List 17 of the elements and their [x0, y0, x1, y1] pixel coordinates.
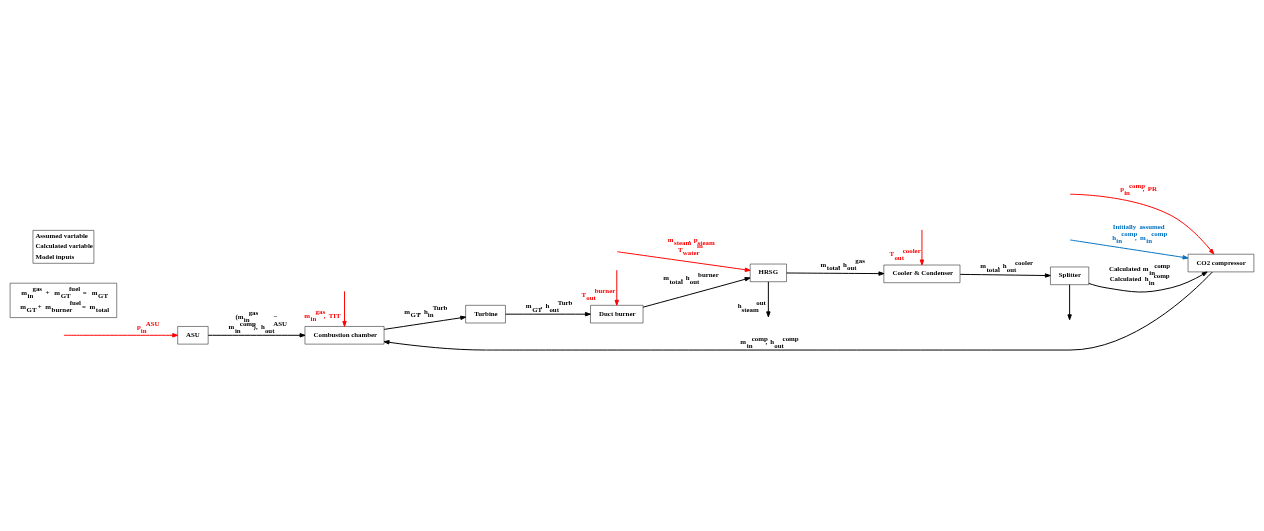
- arrow: [342, 290, 347, 327]
- arrow: [959, 272, 1051, 278]
- arrow: [919, 228, 925, 265]
- arrow: [1067, 283, 1072, 320]
- arrow: [207, 332, 306, 337]
- arrow: [505, 311, 591, 316]
- arrow: [1069, 193, 1215, 254]
- arrow: [63, 332, 179, 337]
- arrow: [642, 276, 751, 308]
- arrow: [383, 315, 467, 330]
- arrow: [616, 250, 751, 272]
- arrow: [766, 280, 771, 317]
- arrow: [1088, 271, 1208, 292]
- arrow: [1069, 238, 1189, 259]
- arrow: [786, 270, 885, 276]
- arrow: [383, 271, 1213, 350]
- arrow: [614, 269, 619, 306]
